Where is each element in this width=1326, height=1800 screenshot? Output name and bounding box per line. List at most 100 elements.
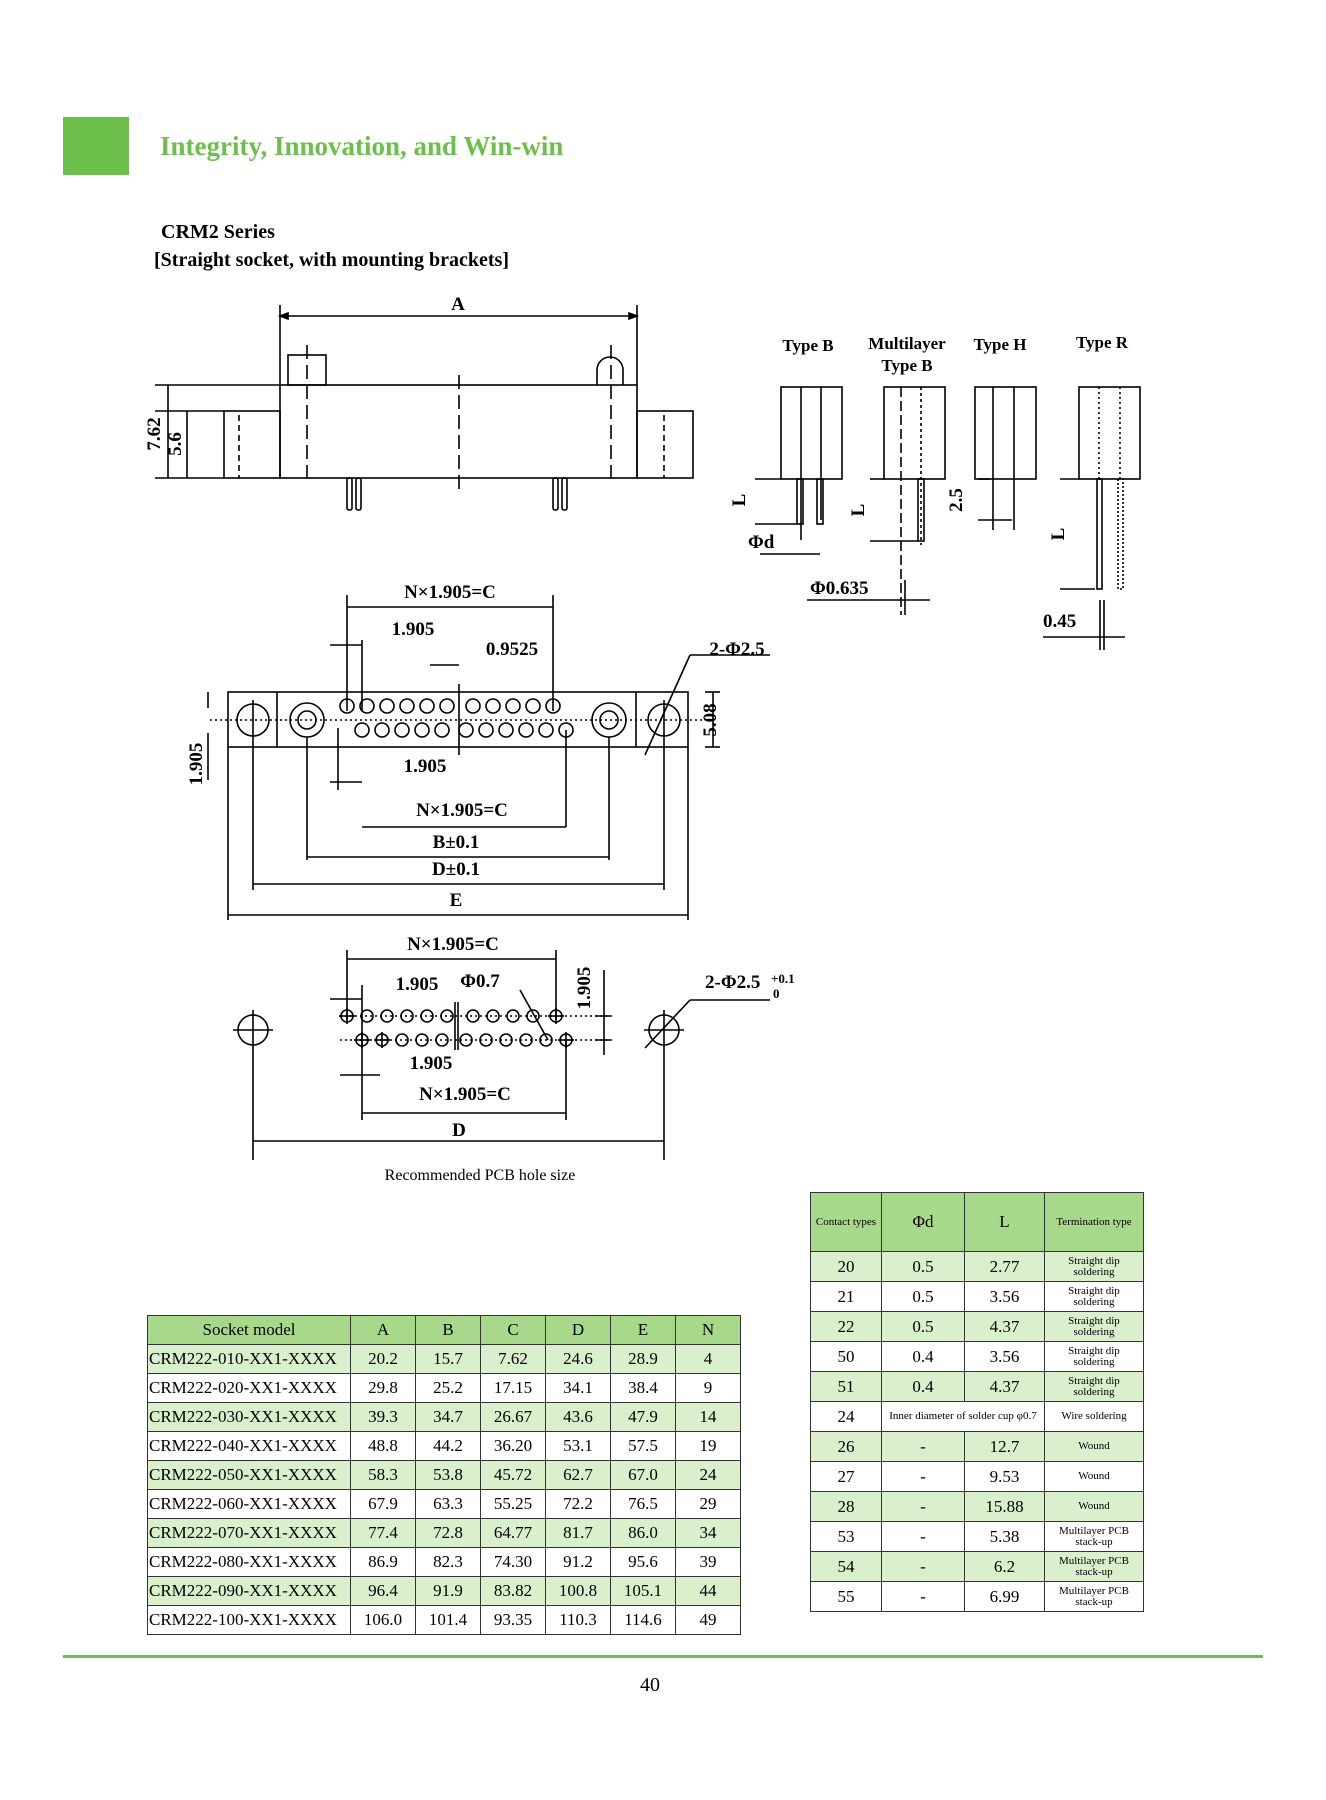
dimension-cell: 96.4 — [350, 1576, 416, 1606]
dimension-cell: 43.6 — [545, 1402, 611, 1432]
dimension-cell: 39 — [675, 1547, 741, 1577]
dimension-cell: 82.3 — [415, 1547, 481, 1577]
dimension-cell: 34.1 — [545, 1373, 611, 1403]
termination-cell: Wire soldering — [1044, 1401, 1144, 1432]
multilayer-l-label: L — [848, 504, 869, 517]
phid-cell: - — [881, 1551, 965, 1582]
dimension-cell: 55.25 — [480, 1489, 546, 1519]
length-cell: 3.56 — [964, 1281, 1045, 1312]
dim-045-label: 0.45 — [1043, 611, 1076, 632]
phid-cell: 0.4 — [881, 1341, 965, 1372]
dimension-cell: 7.62 — [480, 1344, 546, 1374]
termination-cell: Straight dip soldering — [1044, 1341, 1144, 1372]
dimension-cell: 34 — [675, 1518, 741, 1548]
length-cell: 6.2 — [964, 1551, 1045, 1582]
dimension-cell: 74.30 — [480, 1547, 546, 1577]
header-a: A — [350, 1315, 416, 1345]
dimension-cell: 58.3 — [350, 1460, 416, 1490]
half-pitch-label: 0.9525 — [486, 639, 538, 660]
dimension-cell: 20.2 — [350, 1344, 416, 1374]
termination-cell: Straight dip soldering — [1044, 1251, 1144, 1282]
length-cell: 12.7 — [964, 1431, 1045, 1462]
dimension-cell: 53.8 — [415, 1460, 481, 1490]
dimension-cell: 29 — [675, 1489, 741, 1519]
contact-type-cell: 26 — [810, 1431, 882, 1462]
table-header-row: Contact types Φd L Termination type — [810, 1192, 1144, 1252]
socket-model-cell: CRM222-020-XX1-XXXX — [147, 1373, 351, 1403]
header-n: N — [675, 1315, 741, 1345]
pcb-pitch-bottom-label: 1.905 — [410, 1053, 453, 1074]
dimension-cell: 105.1 — [610, 1576, 676, 1606]
phid-cell: - — [881, 1581, 965, 1612]
multilayer-label-line1: Multilayer — [868, 334, 946, 353]
termination-cell: Straight dip soldering — [1044, 1281, 1144, 1312]
contact-type-cell: 22 — [810, 1311, 882, 1342]
pcb-dim-1905-v-label: 1.905 — [574, 967, 595, 1010]
contact-type-cell: 53 — [810, 1521, 882, 1552]
pitch-top-label: 1.905 — [392, 619, 435, 640]
pcb-nc-bottom-label: N×1.905=C — [419, 1084, 511, 1105]
socket-model-cell: CRM222-040-XX1-XXXX — [147, 1431, 351, 1461]
contact-type-cell: 24 — [810, 1401, 882, 1432]
termination-cell: Multilayer PCB stack-up — [1044, 1581, 1144, 1612]
phid-cell: - — [881, 1431, 965, 1462]
dimension-cell: 4 — [675, 1344, 741, 1374]
dimension-cell: 45.72 — [480, 1460, 546, 1490]
series-subtitle: [Straight socket, with mounting brackets… — [154, 249, 509, 271]
dimension-cell: 44 — [675, 1576, 741, 1606]
header-c: C — [480, 1315, 546, 1345]
phid-cell: Inner diameter of solder cup φ0.7 — [881, 1401, 1045, 1432]
contact-type-cell: 50 — [810, 1341, 882, 1372]
dimension-cell: 72.8 — [415, 1518, 481, 1548]
termination-cell: Multilayer PCB stack-up — [1044, 1551, 1144, 1582]
pcb-tol-upper: +0.1 — [771, 971, 795, 986]
termination-cell: Wound — [1044, 1461, 1144, 1492]
phid-cell: - — [881, 1491, 965, 1522]
pcb-pitch-top-label: 1.905 — [396, 974, 439, 995]
page-number: 40 — [640, 1674, 660, 1696]
termination-cell: Wound — [1044, 1431, 1144, 1462]
dimension-cell: 36.20 — [480, 1431, 546, 1461]
dimension-cell: 62.7 — [545, 1460, 611, 1490]
top-view — [207, 595, 770, 920]
header-contact-types: Contact types — [810, 1192, 882, 1252]
dimension-cell: 93.35 — [480, 1605, 546, 1635]
dimension-cell: 72.2 — [545, 1489, 611, 1519]
dimension-cell: 26.67 — [480, 1402, 546, 1432]
header-phid: Φd — [881, 1192, 965, 1252]
dimension-cell: 24 — [675, 1460, 741, 1490]
side-view — [155, 305, 694, 511]
socket-model-cell: CRM222-100-XX1-XXXX — [147, 1605, 351, 1635]
dimension-cell: 14 — [675, 1402, 741, 1432]
multilayer-label-line2: Type B — [881, 356, 932, 375]
phid-cell: 0.5 — [881, 1281, 965, 1312]
technical-drawing: A 7.62 5.6 Type B Multilayer Type B Type… — [144, 294, 1141, 1160]
dimension-cell: 49 — [675, 1605, 741, 1635]
length-cell: 4.37 — [964, 1371, 1045, 1402]
dim-762-label: 7.62 — [144, 417, 165, 450]
termination-cell: Wound — [1044, 1491, 1144, 1522]
series-title: CRM2 Series — [161, 221, 275, 243]
phid-cell: 0.5 — [881, 1251, 965, 1282]
header-b: B — [415, 1315, 481, 1345]
dimension-cell: 39.3 — [350, 1402, 416, 1432]
length-cell: 6.99 — [964, 1581, 1045, 1612]
dimension-cell: 64.77 — [480, 1518, 546, 1548]
length-cell: 5.38 — [964, 1521, 1045, 1552]
header-l: L — [964, 1192, 1045, 1252]
dim-d-label: D±0.1 — [432, 859, 480, 880]
pcb-caption: Recommended PCB hole size — [384, 1167, 576, 1184]
dim-508-label: 5.08 — [700, 703, 721, 736]
dimension-cell: 63.3 — [415, 1489, 481, 1519]
socket-model-cell: CRM222-060-XX1-XXXX — [147, 1489, 351, 1519]
